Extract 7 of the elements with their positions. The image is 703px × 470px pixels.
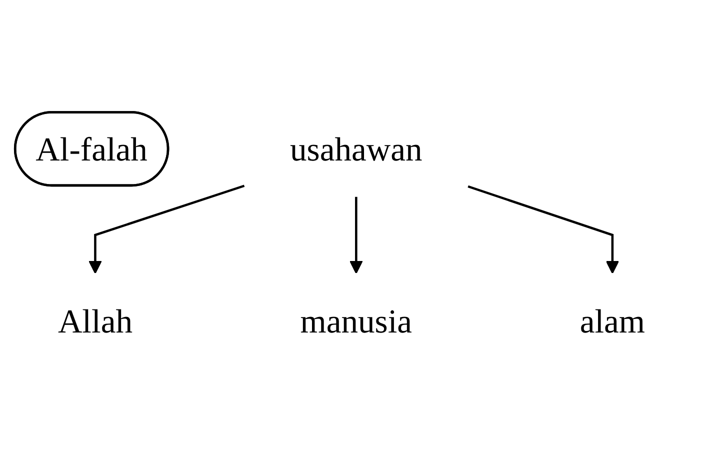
arrow xyxy=(88,184,245,274)
node-text: Allah xyxy=(58,302,133,340)
node-text: alam xyxy=(580,302,646,340)
arrow xyxy=(468,185,620,274)
node-text: manusia xyxy=(300,302,412,340)
arrow xyxy=(349,196,363,274)
node-text: usahawan xyxy=(290,130,422,168)
